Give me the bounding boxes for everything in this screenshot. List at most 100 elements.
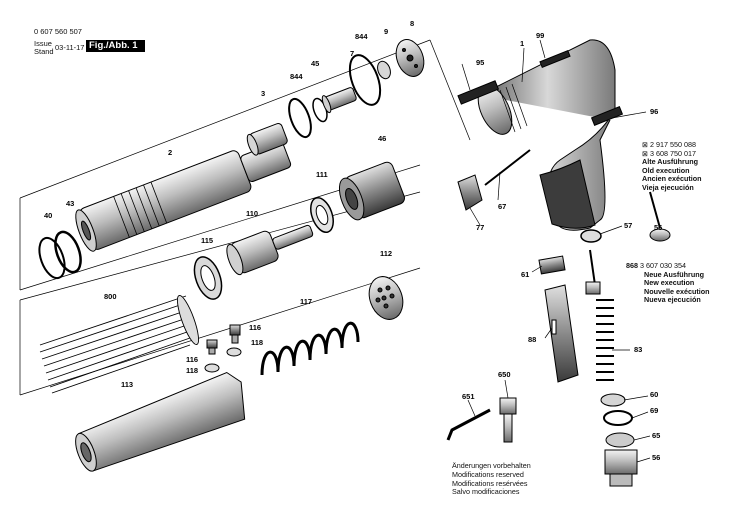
part-label-60: 60 bbox=[650, 390, 658, 399]
part-label-40: 40 bbox=[44, 211, 52, 220]
part-label-844-upper: 844 bbox=[355, 32, 368, 41]
part-label-9: 9 bbox=[384, 27, 388, 36]
ring-part-43 bbox=[54, 230, 82, 274]
nut-part-46 bbox=[338, 161, 405, 221]
bar-part-88 bbox=[544, 284, 579, 383]
issue-date: 03-11-17 bbox=[55, 43, 85, 52]
part-label-116-a: 116 bbox=[249, 323, 261, 332]
part-label-8: 8 bbox=[410, 19, 414, 28]
part-label-116-b: 116 bbox=[186, 355, 198, 364]
part-label-99: 99 bbox=[536, 31, 544, 40]
part-label-67: 67 bbox=[498, 202, 506, 211]
disc-part-8 bbox=[395, 39, 425, 77]
housing-part-113 bbox=[75, 371, 246, 472]
rights-line-de: Änderungen vorbehalten bbox=[452, 461, 531, 470]
legend-new-line-de: Neue Ausführung bbox=[644, 269, 705, 279]
part-label-118-b: 118 bbox=[186, 366, 198, 375]
part-label-69: 69 bbox=[650, 406, 658, 415]
part-label-56-old: 56 bbox=[654, 223, 662, 232]
leader-lines bbox=[461, 39, 651, 463]
part-label-45: 45 bbox=[311, 59, 319, 68]
document-number: 0 607 560 507 bbox=[34, 27, 82, 36]
handle-housing-part-1 bbox=[477, 39, 616, 231]
ring-part-844-upper bbox=[348, 54, 382, 106]
part-label-115: 115 bbox=[201, 236, 213, 245]
part-label-46: 46 bbox=[378, 134, 386, 143]
crossed-box-icon: ⊠ bbox=[642, 148, 649, 158]
washer-part-65 bbox=[605, 432, 635, 448]
pin-part-67 bbox=[484, 149, 531, 186]
hex-key-part-651 bbox=[446, 408, 491, 441]
part-label-57: 57 bbox=[624, 221, 632, 230]
needle-bundle-part-800 bbox=[39, 295, 199, 394]
figure-title: Fig./Abb. 1 bbox=[86, 40, 145, 52]
part-label-844-lower: 844 bbox=[290, 72, 303, 81]
part-label-88: 88 bbox=[528, 335, 536, 344]
trigger-part-77 bbox=[457, 174, 483, 211]
washer-part-57 bbox=[580, 229, 602, 243]
crossed-box-icon: ⊠ bbox=[642, 140, 649, 149]
legend-old-line-fr: Ancien exécution bbox=[642, 174, 702, 184]
part-label-43: 43 bbox=[66, 199, 74, 208]
part-label-113: 113 bbox=[121, 380, 133, 389]
legend-new-ref: 868 bbox=[626, 261, 638, 270]
part-label-96: 96 bbox=[650, 107, 658, 116]
part-label-118-a: 118 bbox=[251, 338, 263, 347]
legend-old-line-en: Old execution bbox=[642, 165, 690, 175]
cylinder-part-2 bbox=[75, 141, 292, 252]
valve-part-7 bbox=[321, 87, 357, 114]
valve-part-56-old bbox=[649, 191, 671, 242]
ring-part-69 bbox=[603, 410, 633, 426]
label-strip-part-95 bbox=[457, 80, 500, 105]
part-label-95: 95 bbox=[476, 58, 484, 67]
legend-new-execution: 868 3 607 030 354 Neue Ausführung New ex… bbox=[626, 261, 710, 305]
part-label-7: 7 bbox=[350, 49, 354, 58]
sleeve-part-3 bbox=[246, 123, 288, 156]
label-strip-part-96 bbox=[590, 106, 624, 126]
stand-label: Stand bbox=[34, 47, 54, 56]
nipple-part-56 bbox=[604, 449, 638, 487]
piston-part-110 bbox=[226, 224, 314, 276]
washer-part-9 bbox=[377, 60, 391, 80]
screw-part-116-a bbox=[229, 324, 241, 344]
screw-part-116-b bbox=[206, 339, 218, 355]
legend-new-line-fr: Nouvelle exécution bbox=[644, 286, 710, 296]
legend-new-line-en: New execution bbox=[644, 278, 695, 288]
legend-new-part: 3 607 030 354 bbox=[640, 261, 686, 270]
part-label-61: 61 bbox=[521, 270, 529, 279]
part-label-651: 651 bbox=[462, 392, 475, 401]
filter-part-112 bbox=[368, 276, 404, 320]
part-label-3: 3 bbox=[261, 89, 265, 98]
part-label-1: 1 bbox=[520, 39, 524, 48]
part-label-117: 117 bbox=[300, 297, 312, 306]
needle-valve-part-868 bbox=[585, 249, 601, 295]
washer-part-118-a bbox=[226, 347, 242, 357]
part-label-110: 110 bbox=[246, 209, 258, 218]
legend-new-line-es: Nueva ejecución bbox=[644, 295, 701, 305]
spring-part-83 bbox=[596, 299, 614, 381]
part-label-2: 2 bbox=[168, 148, 172, 157]
part-label-111: 111 bbox=[316, 170, 328, 179]
legend-old-execution: ⊠ 2 917 550 088 ⊠ 3 608 750 017 Alte Aus… bbox=[642, 140, 702, 193]
part-label-65: 65 bbox=[652, 431, 660, 440]
filter-part-60 bbox=[600, 393, 626, 407]
legend-old-line-es: Vieja ejecución bbox=[642, 182, 694, 192]
legend-old-part-1: 2 917 550 088 bbox=[650, 140, 696, 149]
block-part-61 bbox=[538, 255, 566, 275]
issue-label: Issue bbox=[34, 39, 52, 48]
legend-old-part-2: 3 608 750 017 bbox=[650, 148, 696, 158]
spring-part-117 bbox=[260, 321, 360, 376]
rights-line-fr: Modifications resérvées bbox=[452, 478, 528, 488]
ring-part-844-lower bbox=[288, 97, 312, 139]
part-label-77: 77 bbox=[476, 223, 484, 232]
part-label-112: 112 bbox=[380, 249, 392, 258]
ring-part-40 bbox=[38, 236, 66, 280]
fitting-part-650 bbox=[499, 397, 517, 443]
part-label-83: 83 bbox=[634, 345, 642, 354]
washer-part-118-b bbox=[204, 363, 220, 373]
part-label-56: 56 bbox=[652, 453, 660, 462]
rights-line-en: Modifications reserved bbox=[452, 469, 524, 479]
rights-notice: Änderungen vorbehalten Modifications res… bbox=[452, 461, 531, 497]
part-label-650: 650 bbox=[498, 370, 511, 379]
